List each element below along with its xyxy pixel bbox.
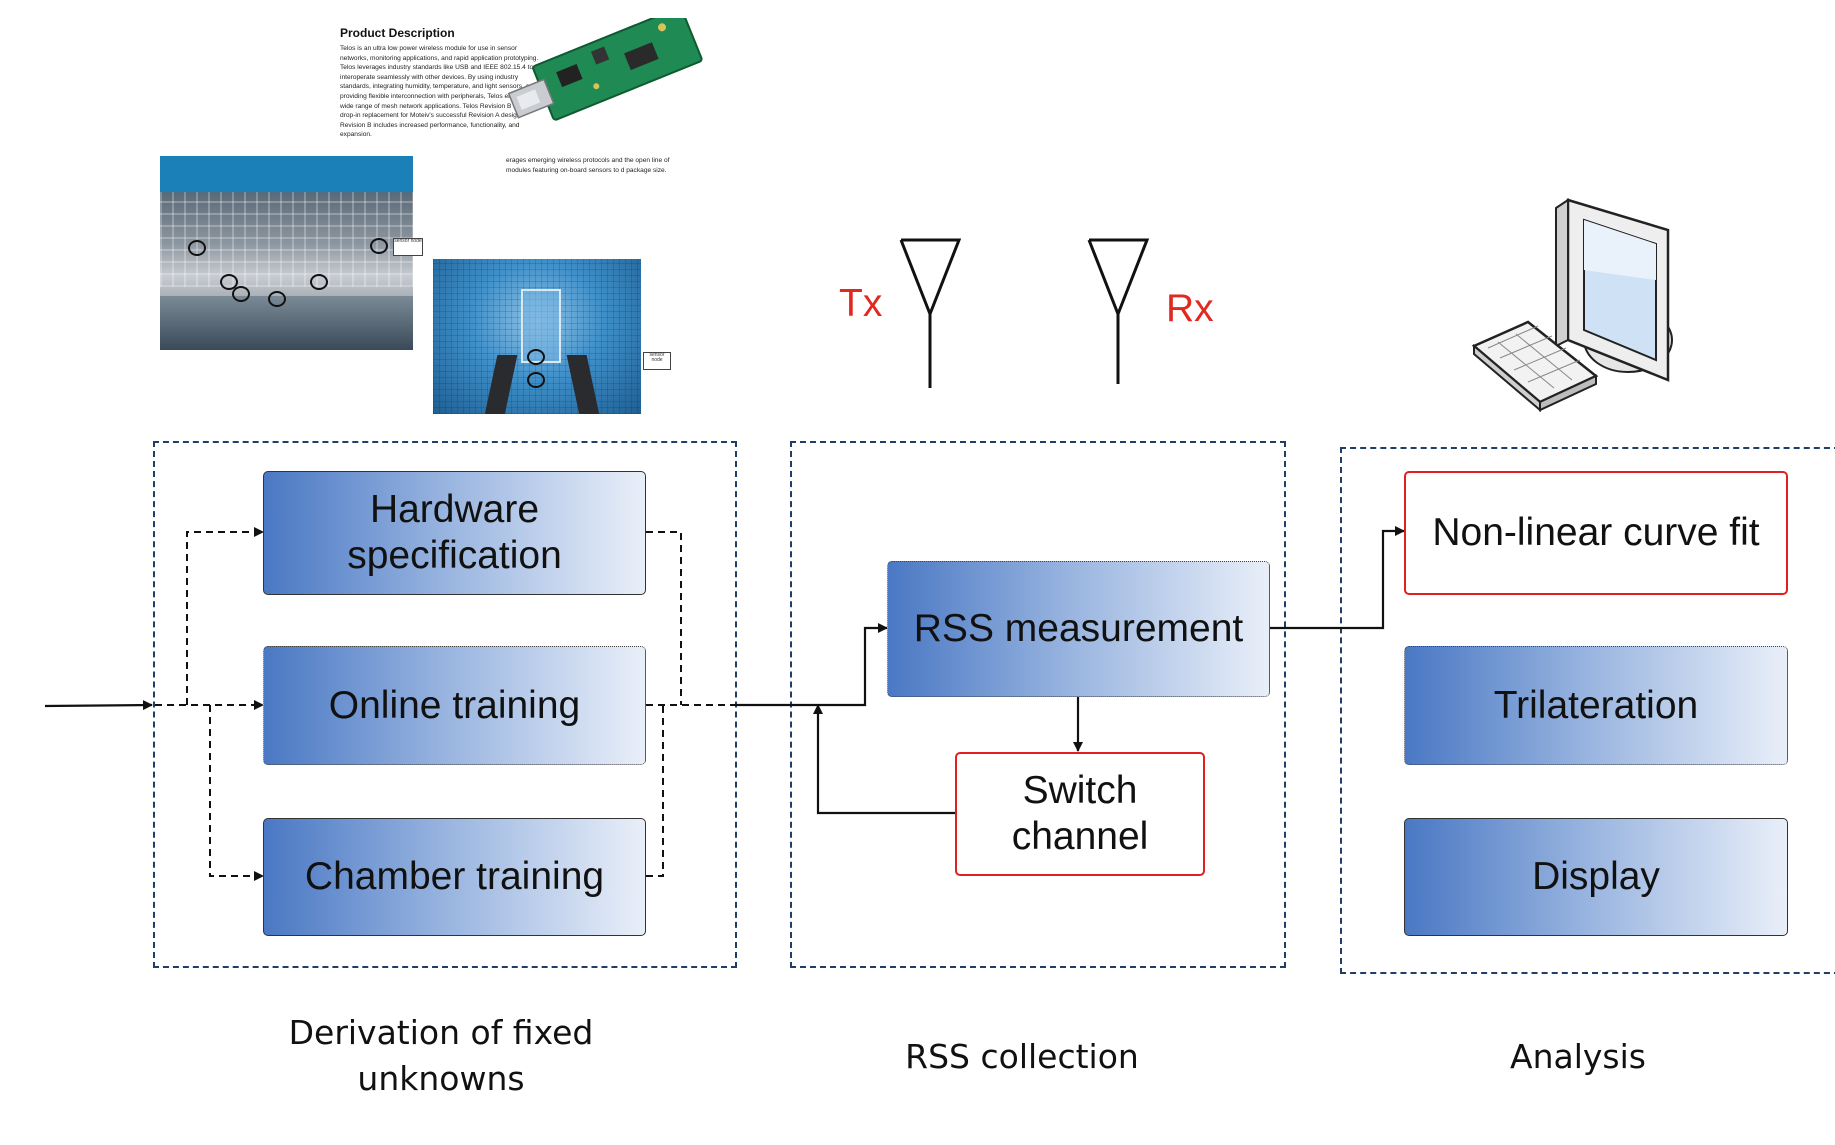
trilateration-label: Trilateration [1493, 683, 1699, 727]
switch-channel-label: Switch channel [1011, 769, 1149, 858]
product-description-card: Product Description Telos is an ultra lo… [336, 22, 696, 197]
sensor-board-icon [507, 18, 703, 121]
product-description-title: Product Description [340, 26, 455, 40]
online-training-box: Online training [263, 646, 646, 765]
product-description-tail: erages emerging wireless protocols and t… [506, 157, 670, 174]
analysis-caption: Analysis [1510, 1037, 1646, 1076]
switch-channel-box: Switch channel [955, 752, 1205, 876]
online-training-label: Online training [328, 683, 581, 727]
product-description-body: Telos is an ultra low power wireless mod… [340, 45, 539, 139]
chamber-training-box: Chamber training [263, 818, 646, 936]
chamber-training-label: Chamber training [304, 855, 605, 898]
rss-collection-caption: RSS collection [905, 1037, 1139, 1076]
office-room-photo [160, 156, 413, 350]
hardware-specification-label: Hardware specification [347, 488, 562, 577]
office-sensor-node-tag: sensor node [393, 238, 423, 256]
rx-label: Rx [1166, 287, 1214, 330]
chamber-sensor-node-tag: sensor node [643, 352, 671, 370]
rx-antenna-icon [1087, 238, 1150, 384]
tx-label: Tx [839, 282, 883, 325]
non-linear-curve-fit-label: Non-linear curve fit [1432, 511, 1760, 554]
analysis-group-frame [1340, 447, 1835, 974]
computer-icon [1471, 198, 1673, 413]
display-label: Display [1532, 855, 1660, 898]
trilateration-box: Trilateration [1404, 646, 1788, 765]
display-box: Display [1404, 818, 1788, 936]
rss-measurement-label: RSS measurement [913, 607, 1244, 650]
derivation-caption: Derivation of fixed unknowns [288, 1013, 594, 1098]
tx-antenna-icon [899, 238, 962, 388]
hardware-specification-box: Hardware specification [263, 471, 646, 595]
anechoic-chamber-photo [433, 259, 641, 414]
non-linear-curve-fit-box: Non-linear curve fit [1404, 471, 1788, 595]
rss-measurement-box: RSS measurement [887, 561, 1270, 697]
